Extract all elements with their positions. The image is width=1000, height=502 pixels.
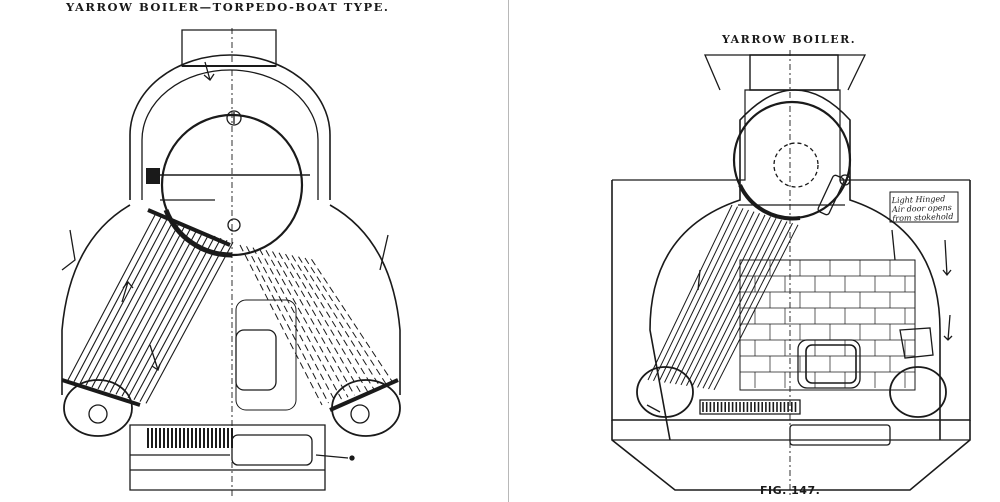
figure-label: FIG. 147.	[760, 484, 821, 497]
left-plate: YARROW BOILER—TORPEDO-BOAT TYPE.	[0, 0, 500, 502]
inner-casing-arch	[142, 70, 318, 200]
inner-arch	[650, 90, 940, 440]
right-plate: YARROW BOILER.	[500, 0, 1000, 502]
left-plate-title: YARROW BOILER—TORPEDO-BOAT TYPE.	[66, 0, 390, 14]
furnace-door	[806, 345, 856, 383]
hull-bottom	[612, 420, 970, 490]
firebrick-wall	[740, 260, 915, 390]
lower-casing-left	[62, 205, 130, 395]
right-water-drum	[890, 367, 946, 417]
ashpit	[130, 425, 325, 490]
outer-casing-arch	[130, 55, 330, 200]
brick-courses	[740, 260, 915, 388]
ashpit-grate-frame	[700, 400, 800, 414]
uptake-chimney	[182, 30, 276, 66]
right-plate-title: YARROW BOILER.	[722, 33, 857, 46]
tube-bank	[648, 205, 798, 390]
fire-grate	[148, 428, 232, 448]
air-door-note: Light Hinged Air door opens from stokeho…	[891, 194, 954, 224]
furnace-door	[236, 330, 276, 390]
left-water-drum	[64, 380, 132, 436]
torpedo-boat-boiler-drawing	[0, 0, 500, 502]
fire-grate	[703, 402, 796, 412]
plate-divider	[508, 0, 509, 502]
left-water-drum	[637, 367, 693, 417]
lower-casing-right	[330, 205, 400, 395]
note-box	[890, 192, 958, 222]
uptake	[750, 55, 838, 90]
left-tube-bank	[68, 215, 233, 403]
right-tube-bank	[240, 245, 394, 405]
boiler-casing	[612, 180, 970, 420]
side-door	[900, 328, 933, 358]
yarrow-boiler-drawing	[500, 0, 1000, 502]
